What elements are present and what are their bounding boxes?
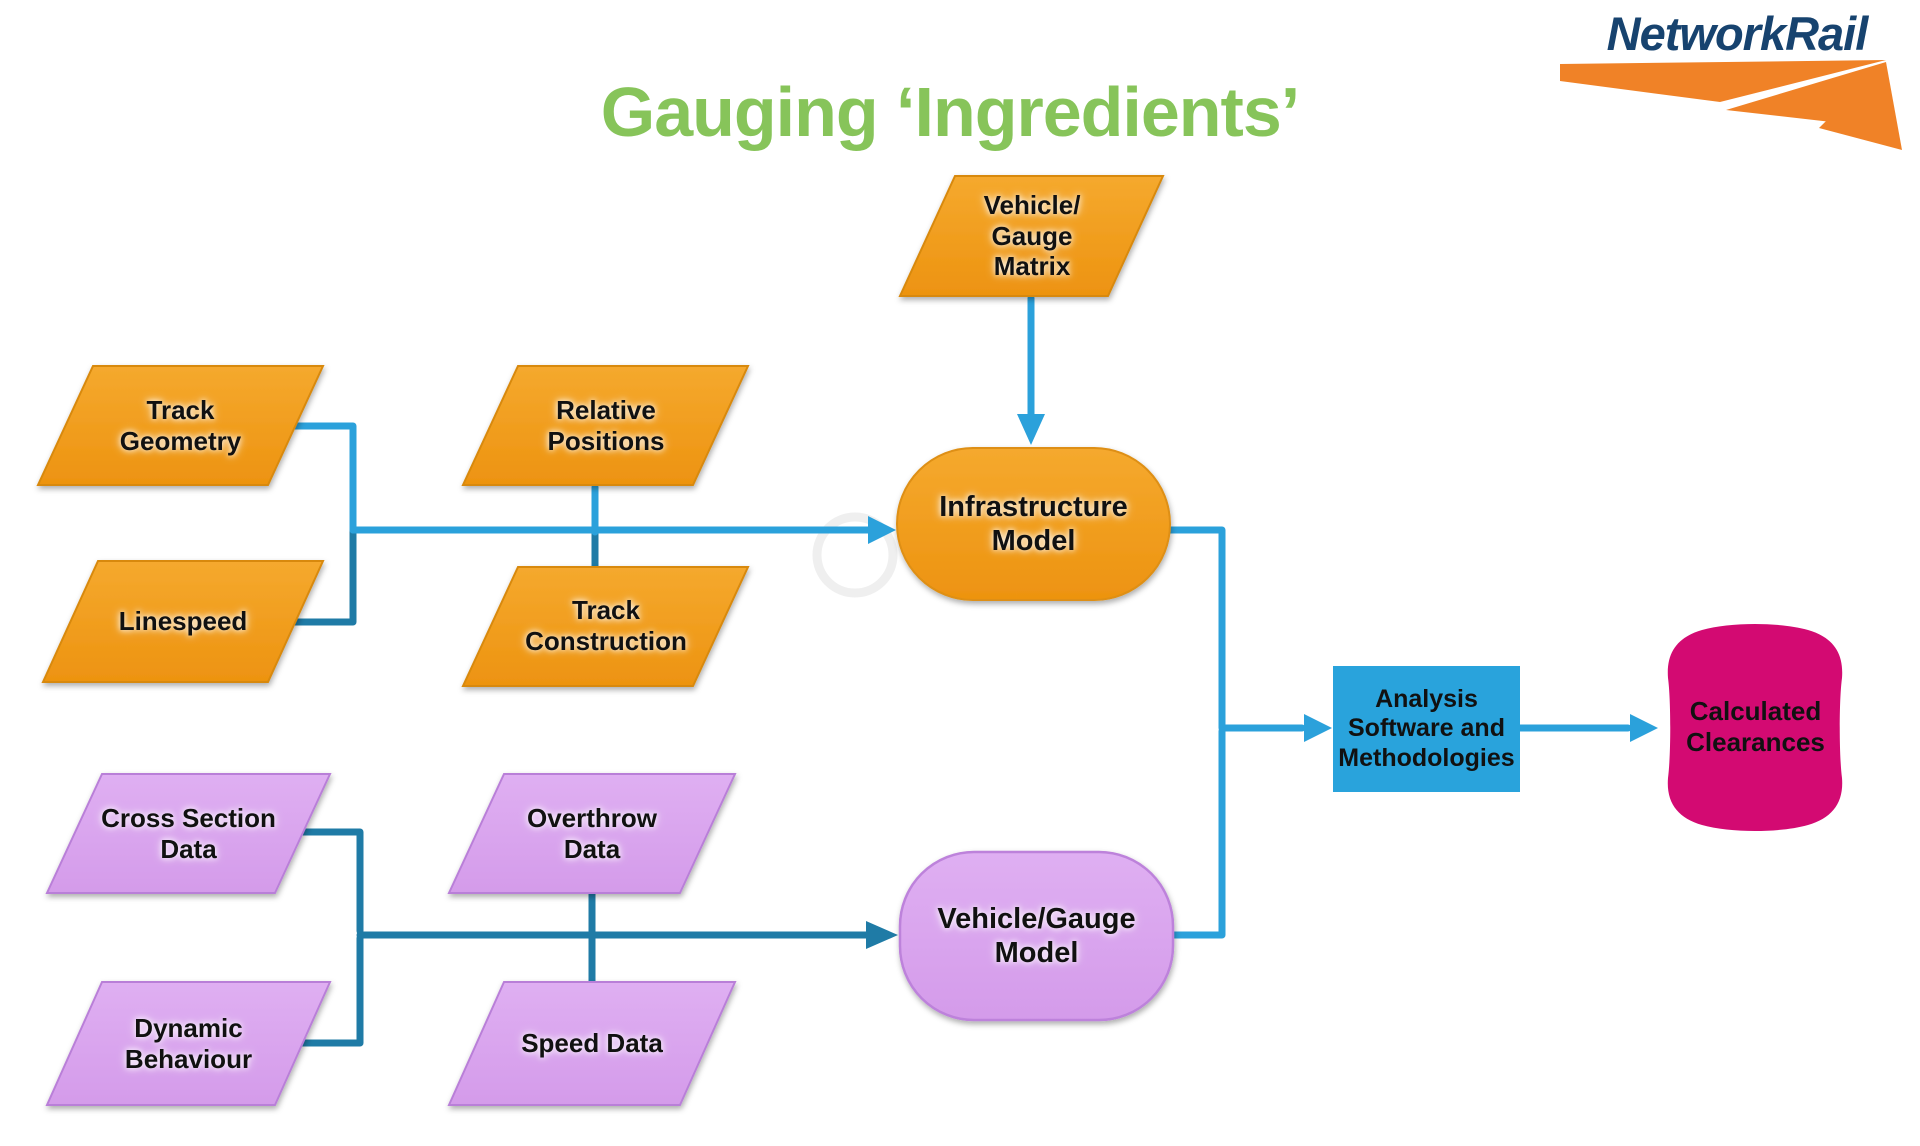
arrowhead-matrix [1017, 414, 1045, 445]
connector-cross-section [293, 828, 364, 935]
relative-positions-shape [461, 365, 750, 486]
arrowhead-analysis [1304, 714, 1332, 742]
linespeed-shape [41, 560, 325, 683]
arrowhead-vehicle-gauge-model [866, 921, 898, 949]
connector-model-to-analysis [1169, 727, 1226, 939]
cross-section-data-shape [45, 773, 332, 894]
track-construction-shape [461, 566, 750, 687]
connector-linespeed [286, 522, 357, 626]
watermark-circle [812, 512, 898, 598]
arrowhead-infrastructure-model [868, 516, 896, 544]
page-title: Gauging ‘Ingredients’ [600, 73, 1300, 151]
arrowhead-calculated-clearances [1630, 714, 1658, 742]
vehicle-gauge-model-shape [898, 850, 1175, 1022]
track-geometry-shape [36, 365, 325, 486]
connector-track-geometry [286, 422, 357, 534]
dynamic-behaviour-shape [45, 981, 332, 1106]
networkrail-logo-text: NetworkRail [1606, 6, 1869, 60]
infrastructure-model-shape [896, 447, 1171, 601]
overthrow-data-shape [447, 773, 737, 894]
connector-infrastructure-to-analysis [1166, 526, 1306, 732]
speed-data-shape [447, 981, 737, 1106]
connector-dynamic-behaviour [293, 934, 364, 1047]
calculated-clearances-shape [1667, 624, 1843, 831]
vehicle-gauge-matrix-shape [898, 175, 1165, 297]
analysis-software-shape [1333, 666, 1520, 792]
networkrail-swoosh-icon [1560, 60, 1902, 150]
